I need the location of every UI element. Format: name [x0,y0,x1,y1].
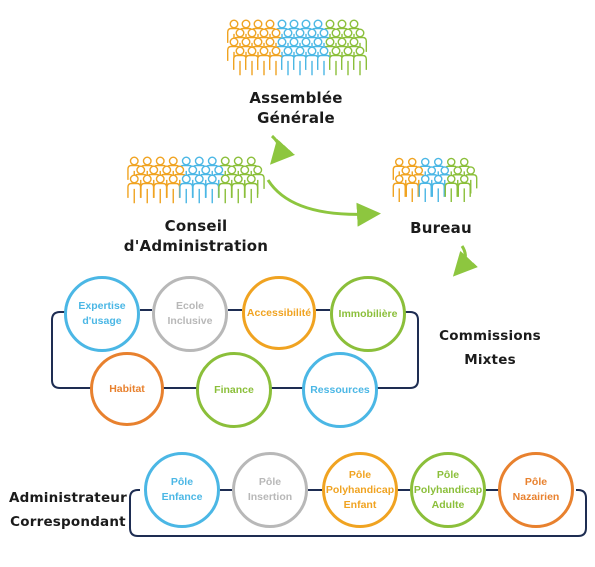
poles-frame [129,489,587,537]
commission-habitat: Habitat [90,352,164,426]
arrow-bureau-to-commissions [452,245,478,277]
bureau-label: Bureau [410,219,472,237]
arrow-conseil-to-bureau [266,179,381,227]
conseil-administration-label: Conseil d'Administration [123,217,269,255]
commission-ressources: Ressources [302,352,378,428]
administrateur-correspondant-label: Administrateur Correspondant [9,490,127,530]
conseil-crowd-icon [127,156,265,204]
assemblee-generale-label: Assemblée Générale [249,89,343,127]
commission-finance: Finance [196,352,272,428]
commissions-mixtes-label: Commissions Mixtes [439,328,541,368]
bureau-crowd-icon [392,157,478,202]
assemblee-crowd-icon [227,19,367,76]
commission-accessibilite: Accessibilité [242,276,316,350]
arrow-assemblee-to-conseil [269,134,295,165]
commission-immobiliere: Immobilière [330,276,406,352]
